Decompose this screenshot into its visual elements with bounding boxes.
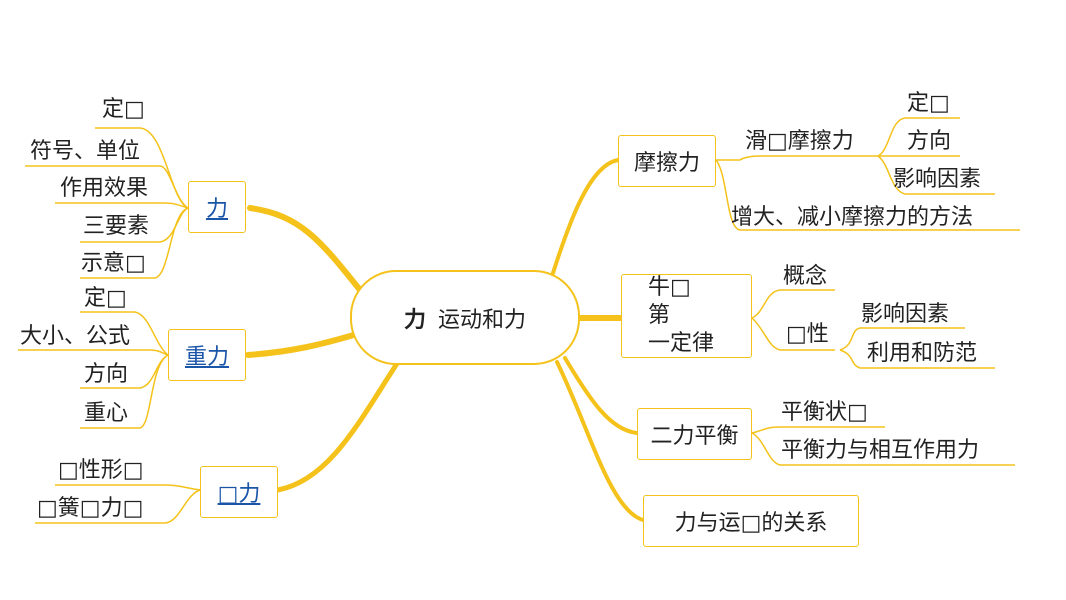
friction-sliding[interactable]: 滑□摩擦力	[745, 129, 854, 154]
topic-balance-label: 二力平衡	[650, 424, 739, 449]
root-prefix: 力	[403, 307, 426, 333]
balance-vs-interaction[interactable]: 平衡力与相互作用力	[781, 438, 980, 463]
newton-concept[interactable]: 概念	[783, 264, 828, 289]
topic-newton-line-3: 一定律	[648, 331, 715, 356]
topic-gravity-label[interactable]: 重力	[184, 345, 229, 370]
topic-elastic[interactable]: □力	[200, 466, 278, 518]
friction-methods[interactable]: 增大、减小摩擦力的方法	[731, 205, 974, 230]
force-child-three-elements[interactable]: 三要素	[83, 214, 150, 239]
force-child-symbol-unit[interactable]: 符号、单位	[30, 139, 141, 164]
gravity-child-direction[interactable]: 方向	[84, 362, 129, 387]
friction-sliding-factors[interactable]: 影响因素	[893, 167, 982, 192]
topic-newton[interactable]: 牛□ 第 一定律	[621, 274, 752, 358]
elastic-child-spring-scale[interactable]: □簧□力□	[37, 496, 144, 521]
inertia-factors[interactable]: 影响因素	[861, 302, 950, 327]
friction-sliding-definition[interactable]: 定□	[907, 91, 950, 116]
topic-newton-line-2: 第	[648, 303, 671, 328]
topic-force[interactable]: 力	[188, 181, 246, 233]
elastic-child-deformation[interactable]: □性形□	[58, 458, 144, 483]
gravity-child-center[interactable]: 重心	[84, 401, 129, 426]
topic-force-label[interactable]: 力	[205, 197, 228, 222]
balance-state[interactable]: 平衡状□	[781, 400, 868, 425]
gravity-child-definition[interactable]: 定□	[84, 286, 127, 311]
topic-force-motion-relation[interactable]: 力与运□的关系	[643, 495, 859, 547]
topic-gravity[interactable]: 重力	[168, 329, 246, 381]
topic-elastic-label[interactable]: □力	[217, 482, 261, 507]
force-child-effect[interactable]: 作用效果	[60, 176, 149, 201]
newton-inertia[interactable]: □性	[786, 322, 829, 347]
root-topic[interactable]: 力 运动和力	[350, 270, 580, 365]
force-child-diagram[interactable]: 示意□	[81, 251, 146, 276]
inertia-use-prevention[interactable]: 利用和防范	[867, 341, 978, 366]
topic-balance[interactable]: 二力平衡	[637, 408, 752, 460]
root-title: 运动和力	[438, 307, 527, 333]
force-child-definition[interactable]: 定□	[102, 97, 145, 122]
topic-newton-line-1: 牛□	[648, 275, 691, 300]
topic-friction-label: 摩擦力	[633, 151, 700, 176]
gravity-child-magnitude-formula[interactable]: 大小、公式	[20, 324, 131, 349]
topic-relation-label: 力与运□的关系	[674, 511, 828, 536]
friction-sliding-direction[interactable]: 方向	[907, 129, 952, 154]
topic-friction[interactable]: 摩擦力	[618, 135, 716, 187]
